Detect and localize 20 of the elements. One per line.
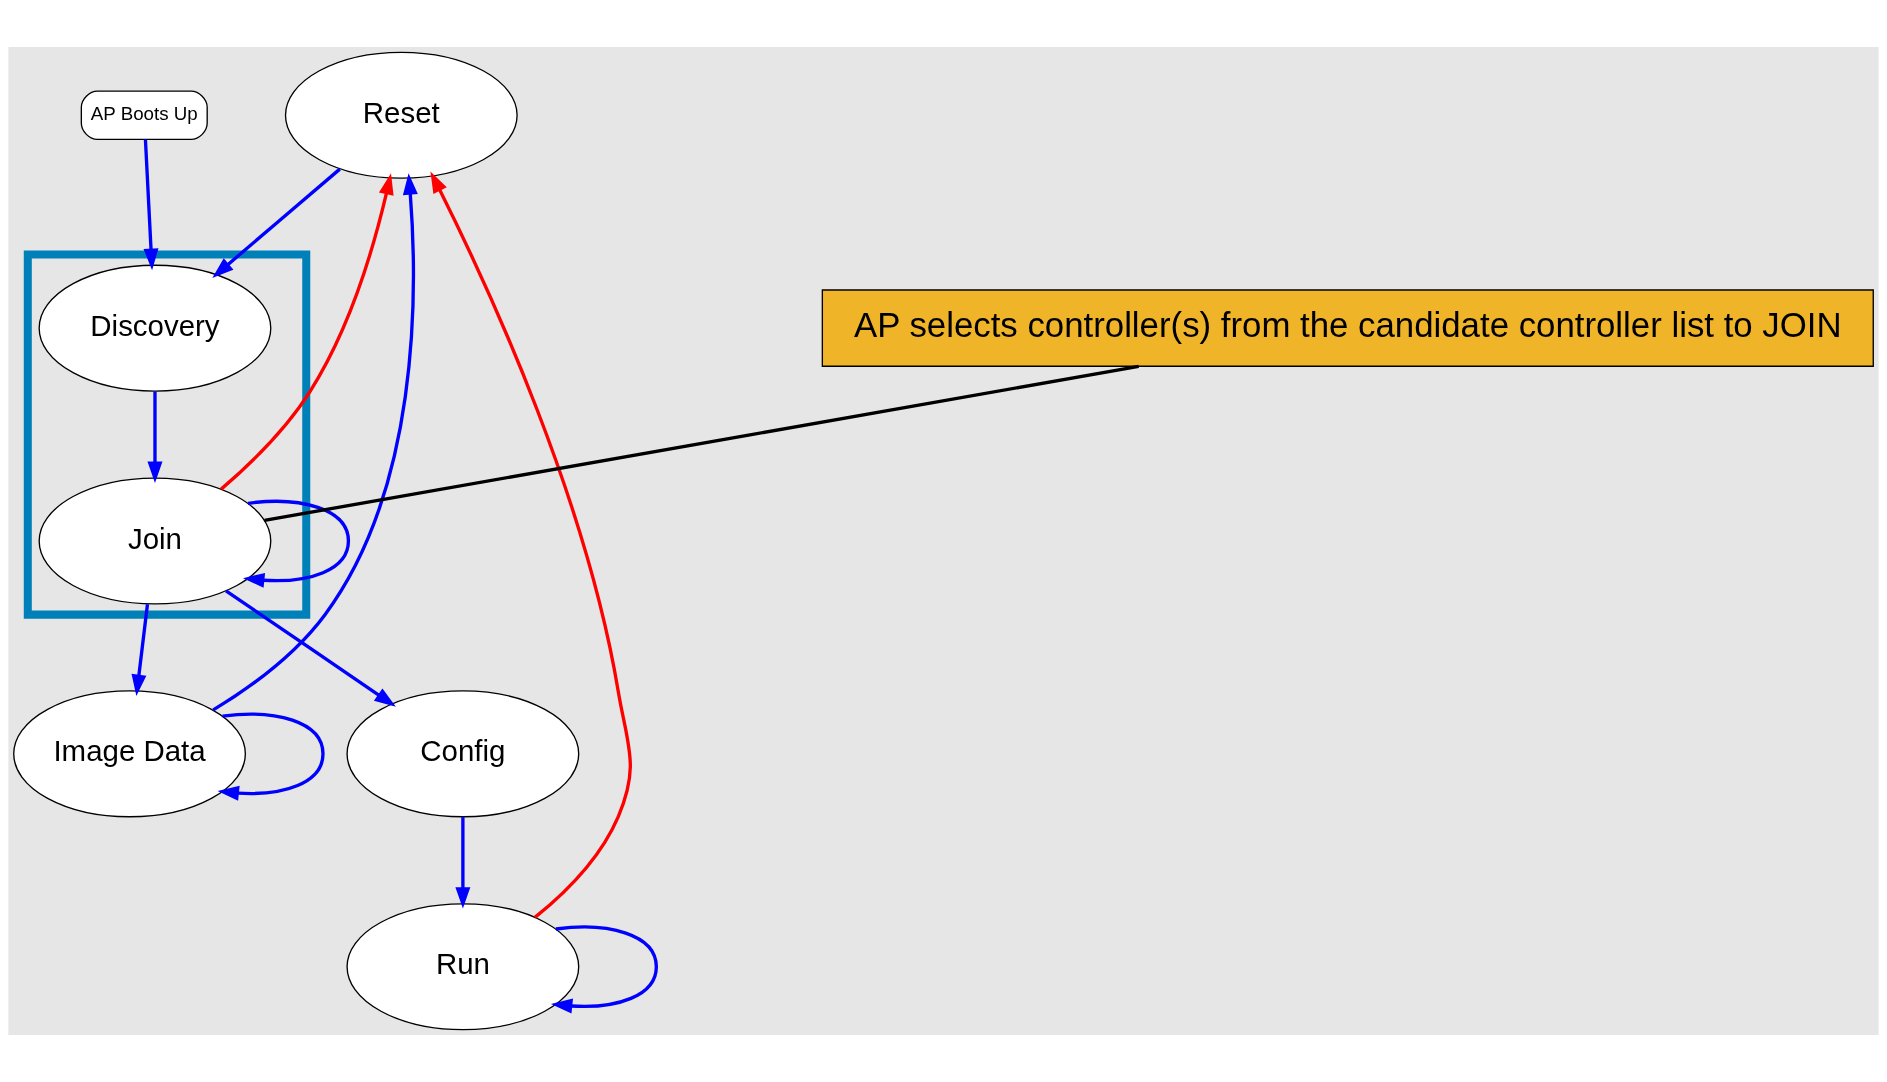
node-box: AP selects controller(s) from the candidate controller list to JOIN — [821, 289, 1874, 367]
arrow — [243, 499, 351, 588]
node-ellipse: Run — [346, 903, 580, 1031]
arrow — [212, 173, 418, 712]
arrow — [131, 604, 150, 697]
arrow — [220, 173, 394, 491]
node-ellipse: Image Data — [13, 690, 246, 818]
node-ellipse: Join — [38, 477, 272, 605]
arrow — [143, 139, 159, 271]
arrow — [212, 167, 341, 278]
arrow — [430, 171, 632, 919]
node-ellipse: Reset — [284, 51, 518, 179]
arrow — [217, 712, 325, 801]
connector — [264, 364, 1139, 522]
arrow — [550, 925, 658, 1014]
arrow — [147, 391, 163, 483]
node-box: AP Boots Up — [80, 90, 208, 141]
node-ellipse: Discovery — [38, 264, 272, 392]
arrow — [455, 817, 471, 909]
arrow — [225, 589, 396, 707]
